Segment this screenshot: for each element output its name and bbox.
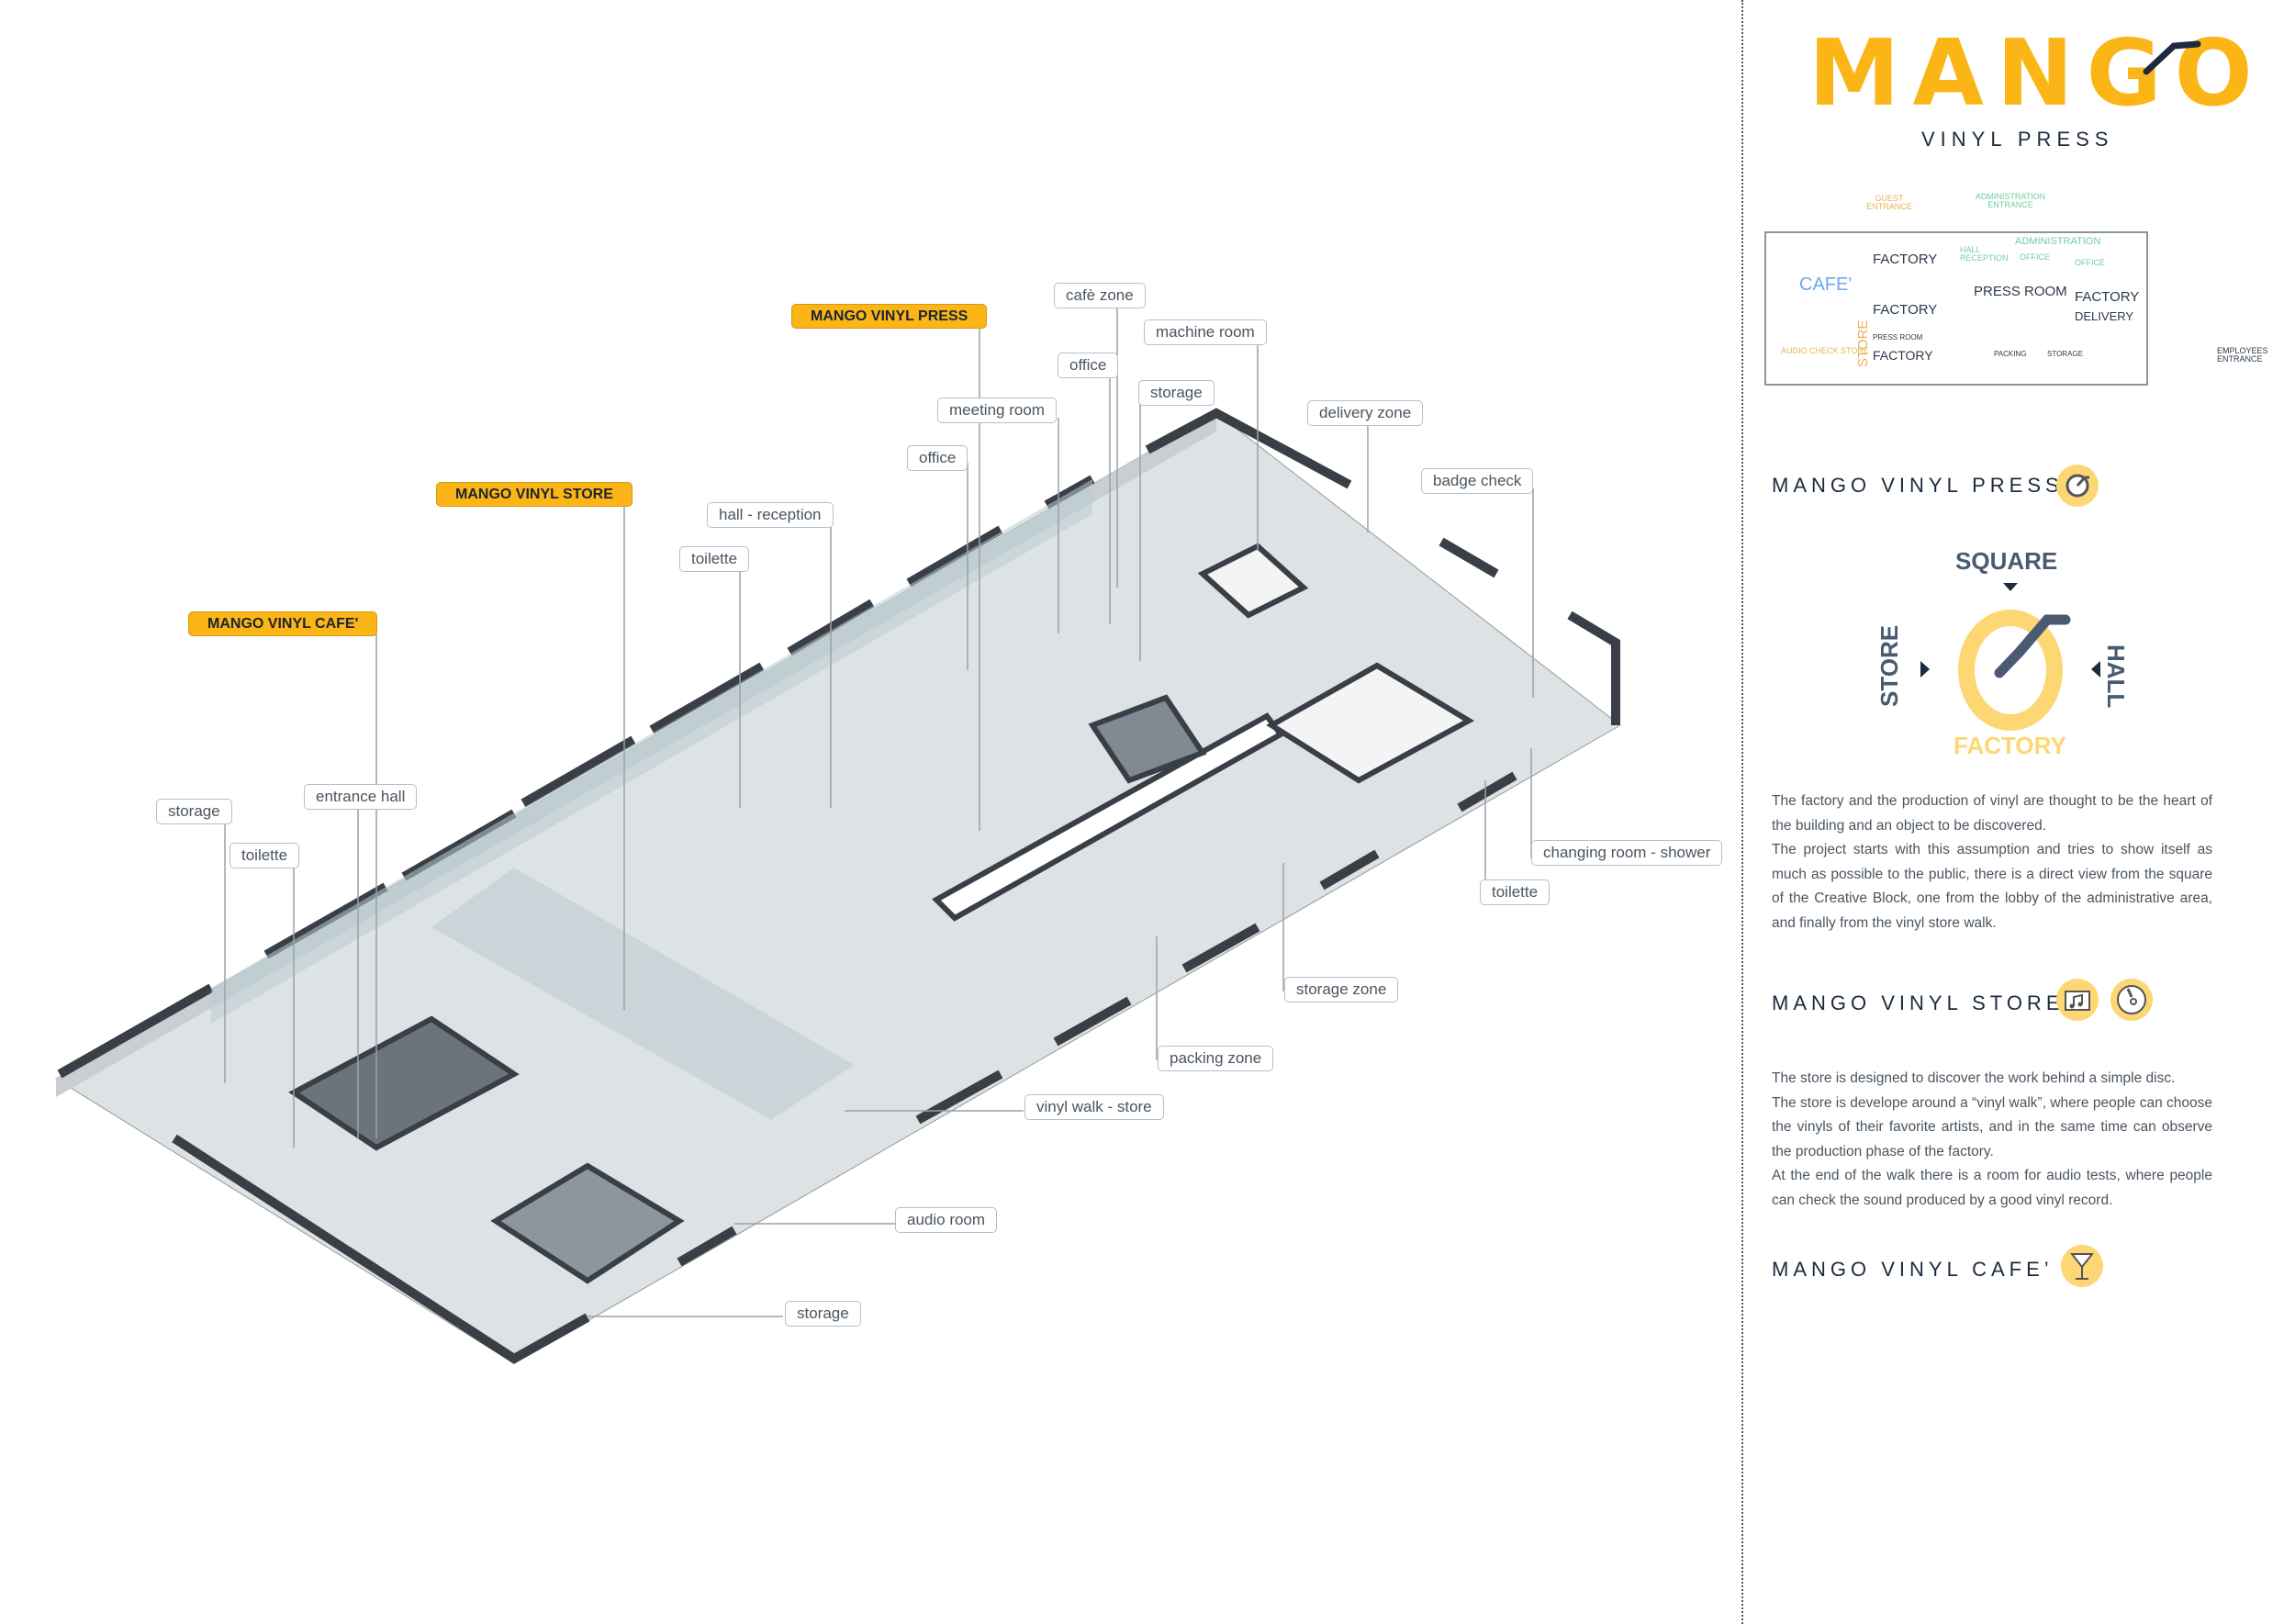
- store-description: The store is designed to discover the wo…: [1772, 1067, 2212, 1214]
- floor-slab: [55, 412, 1621, 1364]
- label-machine-room: machine room: [1144, 319, 1267, 345]
- cocktail-glass-icon: [2061, 1245, 2103, 1287]
- label-packing-zone: packing zone: [1158, 1046, 1274, 1071]
- label-storage: storage: [156, 799, 232, 824]
- label-storage: storage: [1138, 380, 1215, 406]
- label-toilette: toilette: [1480, 879, 1551, 905]
- label-delivery-zone: delivery zone: [1307, 400, 1424, 426]
- label-changing-room-shower: changing room - shower: [1531, 840, 1723, 866]
- plan-zone-hall-reception: HALL RECEPTION: [1960, 245, 2009, 263]
- press-paragraph: The project starts with this assumption …: [1772, 842, 2212, 931]
- label-office: office: [907, 445, 968, 471]
- label-entrance-hall: entrance hall: [304, 784, 418, 810]
- plan-zone-factory: FACTORY: [1873, 302, 1938, 318]
- label-storage: storage: [785, 1301, 861, 1327]
- store-paragraph: At the end of the walk there is a room f…: [1772, 1168, 2212, 1208]
- glass-walls: [211, 479, 1092, 1120]
- plan-zone-office: OFFICE: [2020, 252, 2050, 262]
- plan-zone-factory: FACTORY: [1873, 252, 1938, 267]
- tag-mango-vinyl-press: MANGO VINYL PRESS: [791, 304, 988, 329]
- leader-lines: [224, 301, 1534, 1317]
- admin-entrance-label: ADMINISTRATION ENTRANCE: [1975, 192, 2046, 210]
- label-audio-room: audio room: [895, 1207, 998, 1233]
- tonearm-logo-icon: [2143, 40, 2201, 75]
- brand-subtitle: VINYL PRESS: [1921, 128, 2114, 151]
- plan-zone-office: OFFICE: [2075, 258, 2105, 267]
- label-storage-zone: storage zone: [1284, 977, 1399, 1002]
- section-title-press: MANGO VINYL PRESS: [1772, 474, 2064, 497]
- label-meeting-room: meeting room: [937, 398, 1057, 423]
- store-paragraph: The store is develope around a “vinyl wa…: [1772, 1094, 2212, 1159]
- turntable-icon: [1920, 583, 2100, 731]
- plan-zone-storage: STORAGE: [2047, 350, 2083, 358]
- press-description: The factory and the production of vinyl …: [1772, 790, 2212, 936]
- plan-zone-press-room: PRESS ROOM: [1974, 284, 2067, 299]
- plan-zone-audio-check: AUDIO CHECK STORE: [1781, 346, 1869, 355]
- tag-mango-vinyl-cafe: MANGO VINYL CAFE': [188, 611, 378, 636]
- plan-zone-factory: FACTORY: [1873, 348, 1933, 363]
- guest-entrance-label: GUEST ENTRANCE: [1866, 194, 1912, 212]
- plan-zone-packing: PACKING: [1994, 350, 2027, 358]
- label-toilette: toilette: [679, 546, 750, 572]
- plan-zone-factory: FACTORY: [2075, 289, 2140, 305]
- label-hall-reception: hall - reception: [707, 502, 834, 528]
- plan-zone-store: STORE: [1855, 319, 1871, 367]
- plan-zone-administration: ADMINISTRATION: [2015, 236, 2101, 247]
- plan-zone-cafe: CAFE': [1799, 274, 1853, 295]
- label-cafe-zone: cafè zone: [1054, 283, 1146, 308]
- section-title-cafe: MANGO VINYL CAFE’: [1772, 1258, 2054, 1281]
- label-toilette: toilette: [230, 843, 300, 868]
- interior-rooms: [288, 543, 1475, 1284]
- employees-entrance-label: EMPLOYEES ENTRANCE: [2217, 346, 2268, 364]
- music-folder-icon: [2056, 979, 2099, 1021]
- vinyl-disc-icon: [2110, 979, 2153, 1021]
- section-title-store: MANGO VINYL STORE: [1772, 991, 2065, 1014]
- press-paragraph: The factory and the production of vinyl …: [1772, 793, 2212, 834]
- outer-walls: [57, 408, 1620, 1364]
- panel-divider: [1741, 0, 1743, 1624]
- label-vinyl-walk-store: vinyl walk - store: [1024, 1094, 1164, 1120]
- label-badge-check: badge check: [1421, 468, 1534, 494]
- isometric-building-drawing: [55, 301, 1621, 1364]
- store-paragraph: The store is designed to discover the wo…: [1772, 1070, 2176, 1086]
- compass-bottom-label: FACTORY: [1954, 732, 2066, 759]
- tag-mango-vinyl-store: MANGO VINYL STORE: [436, 482, 633, 507]
- compass-top-label: SQUARE: [1955, 547, 2058, 575]
- plan-zone-delivery: DELIVERY: [2075, 309, 2134, 323]
- vinyl-arm-icon: [2056, 465, 2099, 507]
- label-office: office: [1058, 353, 1119, 378]
- plan-zone-press-room: PRESS ROOM: [1873, 333, 1923, 342]
- plan-outline: [1764, 231, 2148, 386]
